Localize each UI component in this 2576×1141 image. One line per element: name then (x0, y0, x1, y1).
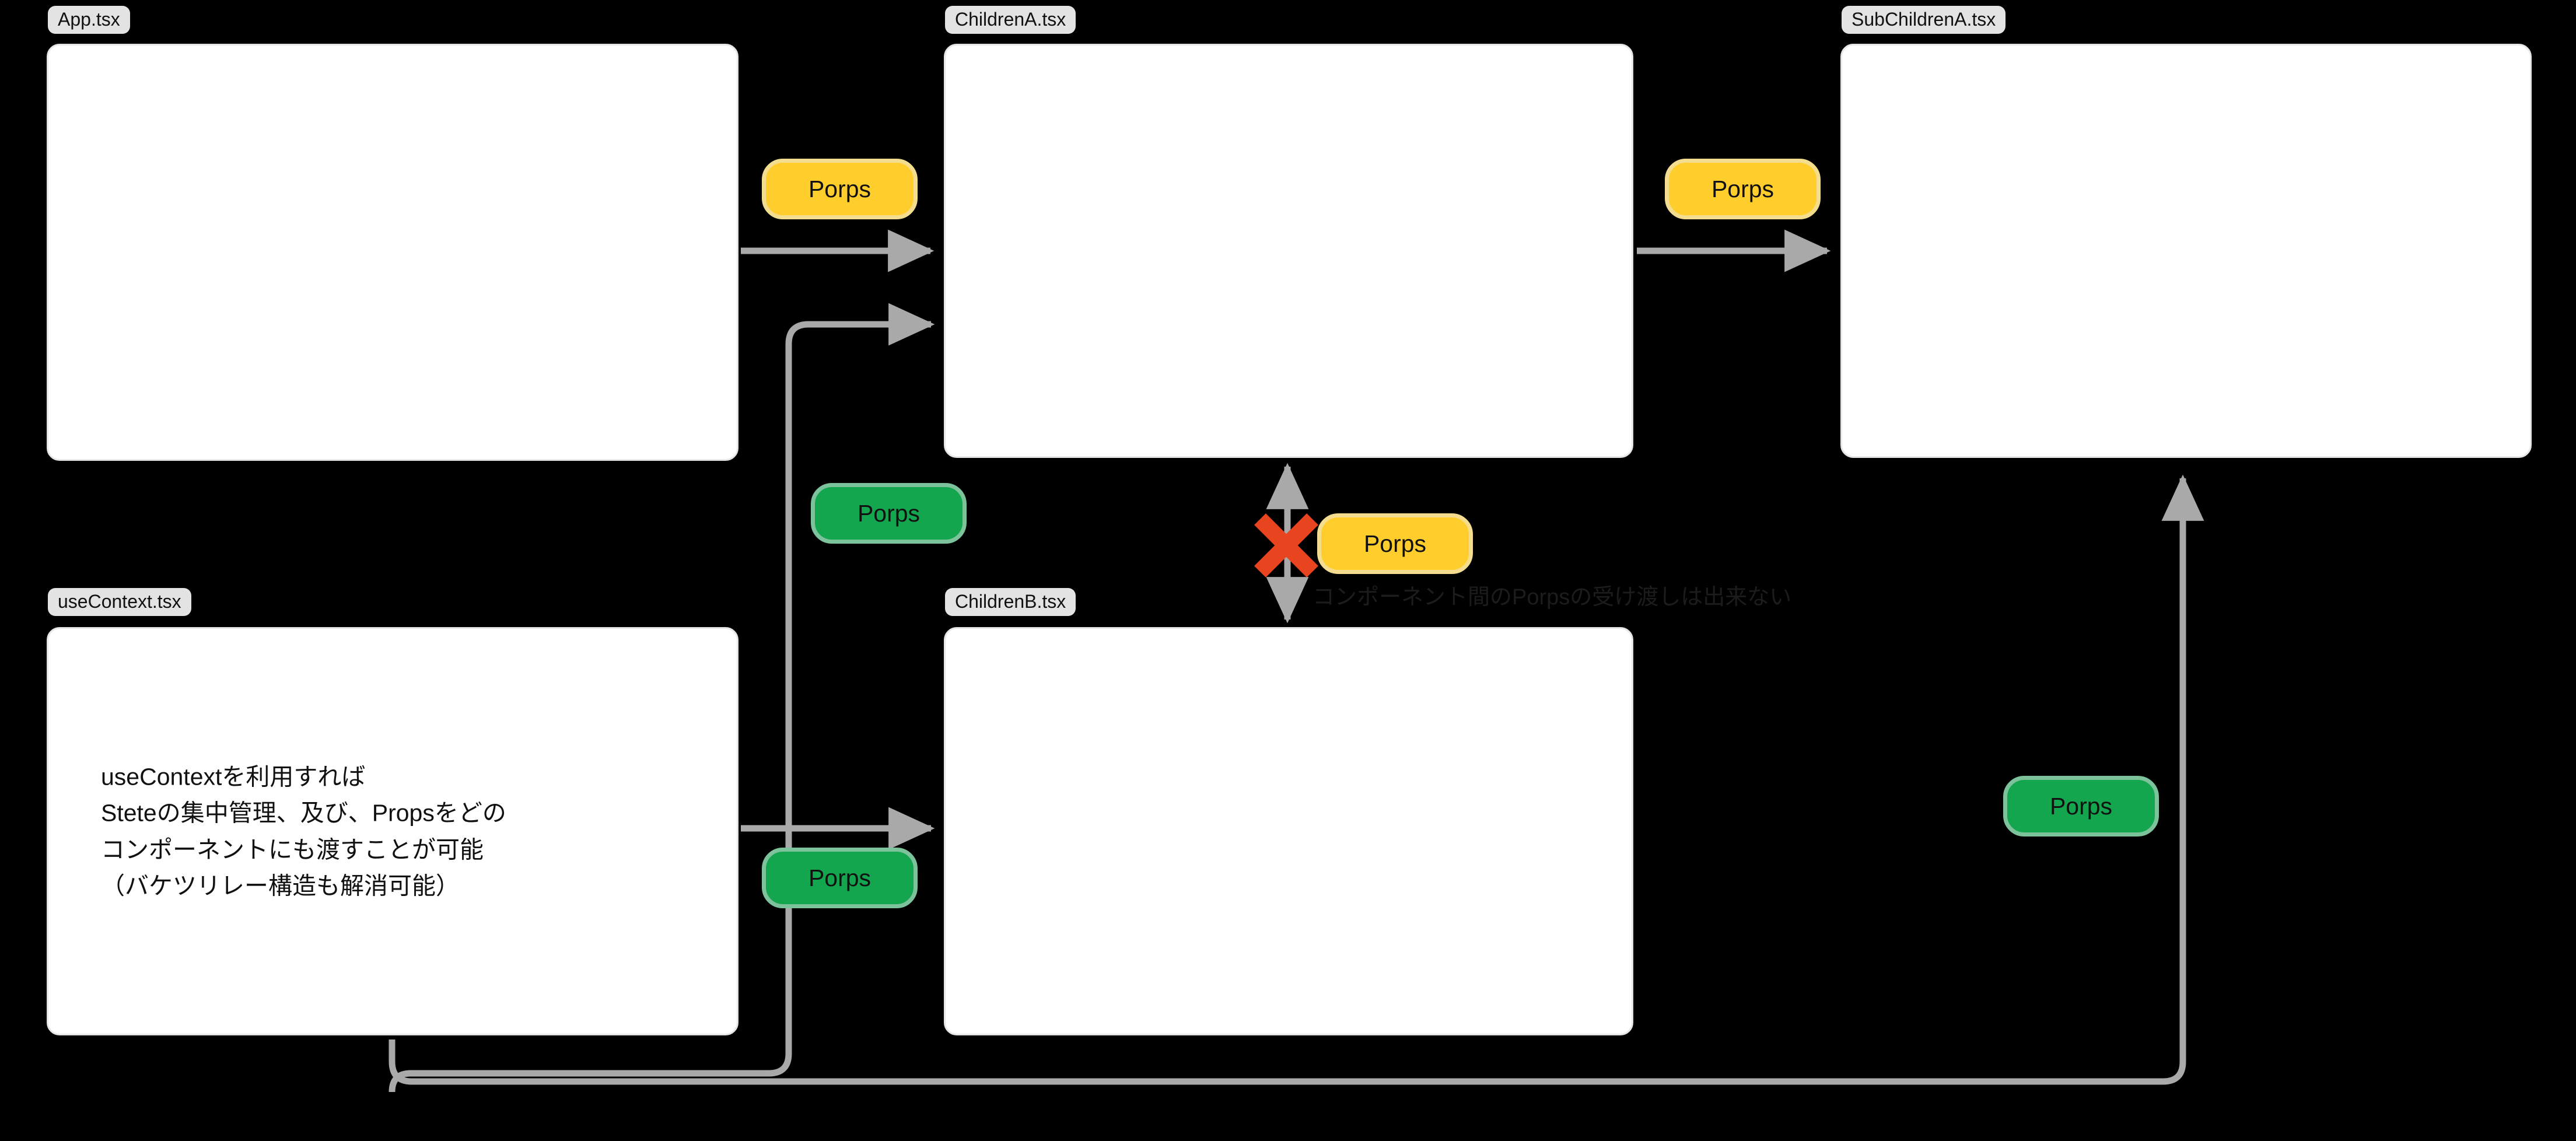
edge-label-childrenA-childrenB[interactable]: Porps (1317, 513, 1473, 574)
node-useContext[interactable]: useContextを利用すれば Steteの集中管理、及び、Propsをどの … (47, 627, 738, 1035)
node-useContext-line-2: Steteの集中管理、及び、Propsをどの (101, 799, 506, 827)
node-childrenB[interactable] (944, 627, 1633, 1035)
node-tag-label: ChildrenA.tsx (955, 9, 1066, 30)
node-useContext-line-1: useContextを利用すれば (101, 763, 366, 790)
edge-label-usecontext-to-childrenB[interactable]: Porps (762, 848, 918, 908)
edge-label-text: Porps (808, 175, 872, 202)
edge-label-text: Porps (1711, 175, 1774, 202)
node-subChildrenA[interactable] (1840, 44, 2532, 458)
node-tag-subChildrenA: SubChildrenA.tsx (1842, 6, 2006, 34)
edge-label-usecontext-to-childrenA[interactable]: Porps (811, 483, 967, 544)
node-childrenA[interactable] (944, 44, 1633, 458)
node-tag-label: useContext.tsx (58, 591, 181, 612)
node-app[interactable] (47, 44, 738, 461)
node-tag-label: ChildrenB.tsx (955, 591, 1066, 612)
node-useContext-line-4: （バケツリレー構造も解消可能） (101, 872, 460, 900)
node-tag-app: App.tsx (48, 6, 130, 34)
edge-label-text: Porps (808, 864, 872, 891)
node-tag-childrenA: ChildrenA.tsx (945, 6, 1076, 34)
edge-label-text: Porps (857, 499, 921, 527)
node-useContext-body: useContextを利用すれば Steteの集中管理、及び、Propsをどの … (48, 758, 737, 904)
edge-label-app-to-childrenA[interactable]: Porps (762, 159, 918, 219)
edge-label-childrenA-to-subchildrenA[interactable]: Porps (1665, 159, 1821, 219)
node-tag-childrenB: ChildrenB.tsx (945, 588, 1076, 616)
annotation-no-sibling-props: コンポーネント間のPorpsの受け渡しは出来ない (1312, 586, 1791, 608)
edge-label-usecontext-to-subchildrenA[interactable]: Porps (2003, 776, 2159, 836)
node-tag-useContext: useContext.tsx (48, 588, 191, 616)
node-tag-label: SubChildrenA.tsx (1852, 9, 1996, 30)
cross-mark-icon (1254, 513, 1318, 578)
annotation-text: コンポーネント間のPorpsの受け渡しは出来ない (1312, 585, 1792, 610)
edge-label-text: Porps (1363, 530, 1427, 557)
node-useContext-line-3: コンポーネントにも渡すことが可能 (101, 836, 484, 863)
node-tag-label: App.tsx (58, 9, 120, 30)
edge-label-text: Porps (2049, 792, 2113, 820)
